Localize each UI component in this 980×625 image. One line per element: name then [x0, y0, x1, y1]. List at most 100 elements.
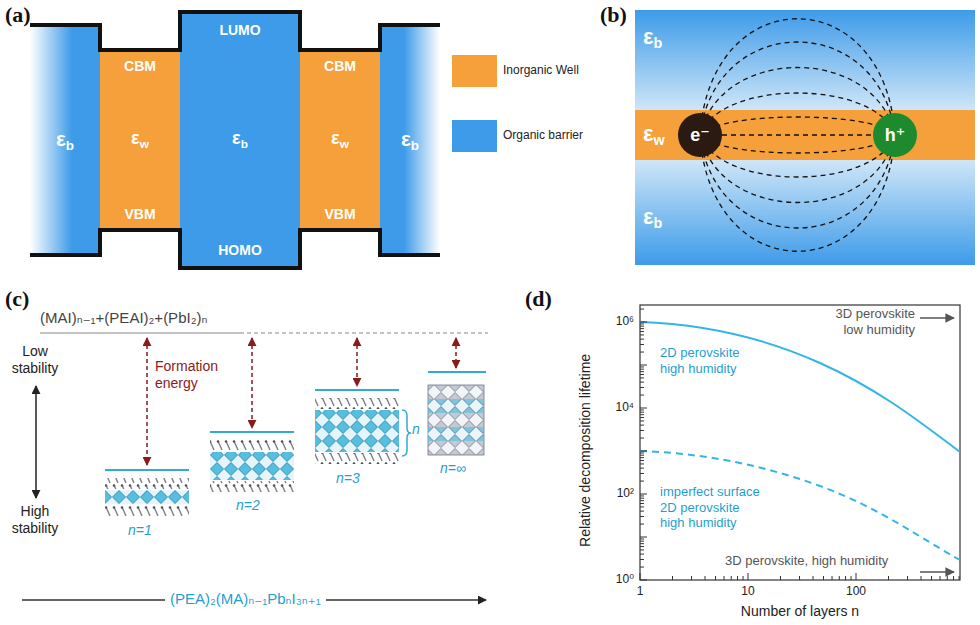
node-text: εw — [643, 121, 665, 149]
axis-tick — [640, 495, 644, 496]
axis-tick — [640, 309, 644, 310]
axis-tick — [691, 576, 692, 580]
axis-tick — [845, 576, 846, 580]
layer-label: n — [412, 421, 420, 438]
node-text: h⁺ — [885, 125, 906, 146]
axis-tick — [931, 576, 932, 580]
axis-tick — [640, 524, 644, 525]
axis-tick — [748, 573, 749, 580]
axis-tick — [640, 543, 644, 544]
node-text: CBM — [124, 58, 156, 74]
axis-tick — [640, 369, 644, 370]
axis-tick — [640, 468, 644, 469]
subscript: b — [411, 138, 419, 153]
axis-tick — [640, 481, 644, 482]
subscript: b — [654, 35, 663, 51]
axis-tick — [640, 326, 644, 327]
axis-tick — [640, 420, 644, 421]
axis-tick — [640, 352, 644, 353]
subscript: b — [66, 138, 74, 153]
panel-letter: (a) — [5, 2, 31, 28]
formation-energy-sketch — [22, 333, 488, 600]
axis-note: High stability — [2, 503, 68, 537]
axis-tick — [640, 498, 644, 499]
formula: (PEA)₂(MA)ₙ₋₁PbₙI₃ₙ₊₁ — [165, 590, 326, 608]
node-text: HOMO — [218, 242, 262, 258]
axis-tick — [640, 511, 644, 512]
layer-label: n=3 — [336, 470, 360, 487]
axis-tick — [888, 576, 889, 580]
axis-tick — [672, 576, 673, 580]
axis-tick — [640, 573, 641, 580]
axis-tick — [640, 409, 644, 410]
node-text: VBM — [324, 206, 355, 222]
panel-letter: (c) — [5, 286, 29, 312]
axis-tick — [640, 344, 644, 345]
axis-tick — [640, 554, 644, 555]
axis-tick — [640, 412, 644, 413]
legend-text: Inorganic Well — [503, 63, 579, 77]
axis-tick — [640, 494, 647, 495]
axis-tick — [743, 576, 744, 580]
subscript: w — [654, 132, 665, 148]
axis-tick — [737, 576, 738, 580]
axis-tick — [640, 430, 644, 431]
barrier-layer: εb — [635, 10, 975, 110]
node-text: εb — [401, 127, 419, 154]
tick-label: 10² — [598, 486, 634, 500]
axis-tick — [640, 387, 644, 388]
tick-label: 10⁶ — [598, 314, 634, 328]
axis-tick — [640, 457, 644, 458]
axis-tick — [640, 452, 644, 453]
axis-tick — [640, 408, 647, 409]
curve-note: 3D perovskite low humidity — [815, 306, 915, 337]
well-layer: εw e⁻ h⁺ — [635, 110, 975, 160]
node-text: e⁻ — [690, 125, 710, 146]
axis-tick — [640, 537, 647, 538]
axis-tick — [832, 576, 833, 580]
axis-tick — [715, 576, 716, 580]
axis-tick — [640, 541, 644, 542]
axis-tick — [640, 366, 644, 367]
axis-tick — [640, 538, 644, 539]
tick-label: 1 — [620, 584, 660, 598]
axis-tick — [640, 323, 644, 324]
subscript: w — [140, 137, 149, 151]
axis-tick — [640, 506, 644, 507]
band-diagram — [30, 12, 440, 268]
axis-tick — [799, 576, 800, 580]
layer-label: n=1 — [128, 522, 152, 539]
axis-tick — [640, 500, 644, 501]
axis-tick — [640, 549, 644, 550]
tick-label: 100 — [836, 584, 876, 598]
barrier-layer: εb — [635, 160, 975, 265]
axis-title: Relative decomposition lifetime — [577, 330, 594, 570]
node-text: LUMO — [219, 22, 260, 38]
node-text: εw — [131, 128, 149, 151]
barrier-band: εb — [30, 25, 100, 255]
barrier-band: εb — [380, 25, 440, 255]
tick-label: 10 — [728, 584, 768, 598]
axis-tick — [856, 573, 857, 580]
axis-tick — [640, 328, 644, 329]
node-text: VBM — [124, 206, 155, 222]
axis-tick — [724, 576, 725, 580]
node-text: εw — [331, 128, 349, 151]
energy-label: Formation energy — [155, 358, 235, 392]
axis-tick — [959, 576, 960, 580]
formula: (MAI)ₙ₋₁+(PEAI)₂+(PbI₂)ₙ — [40, 309, 207, 327]
axis-tick — [907, 576, 908, 580]
barrier-band: LUMOεbHOMO — [180, 12, 300, 268]
subscript: b — [241, 137, 248, 151]
axis-tick — [640, 339, 644, 340]
axis-tick — [640, 503, 644, 504]
axis-tick — [640, 417, 644, 418]
layer-label: n=2 — [236, 497, 260, 514]
curve-note: 2D perovskite high humidity — [660, 345, 763, 376]
layer-label: n=∞ — [440, 460, 466, 477]
node-text: εb — [643, 24, 662, 52]
axis-note: Low stability — [2, 343, 68, 377]
axis-tick — [953, 576, 954, 580]
axis-tick — [640, 546, 644, 547]
axis-tick — [640, 371, 644, 372]
